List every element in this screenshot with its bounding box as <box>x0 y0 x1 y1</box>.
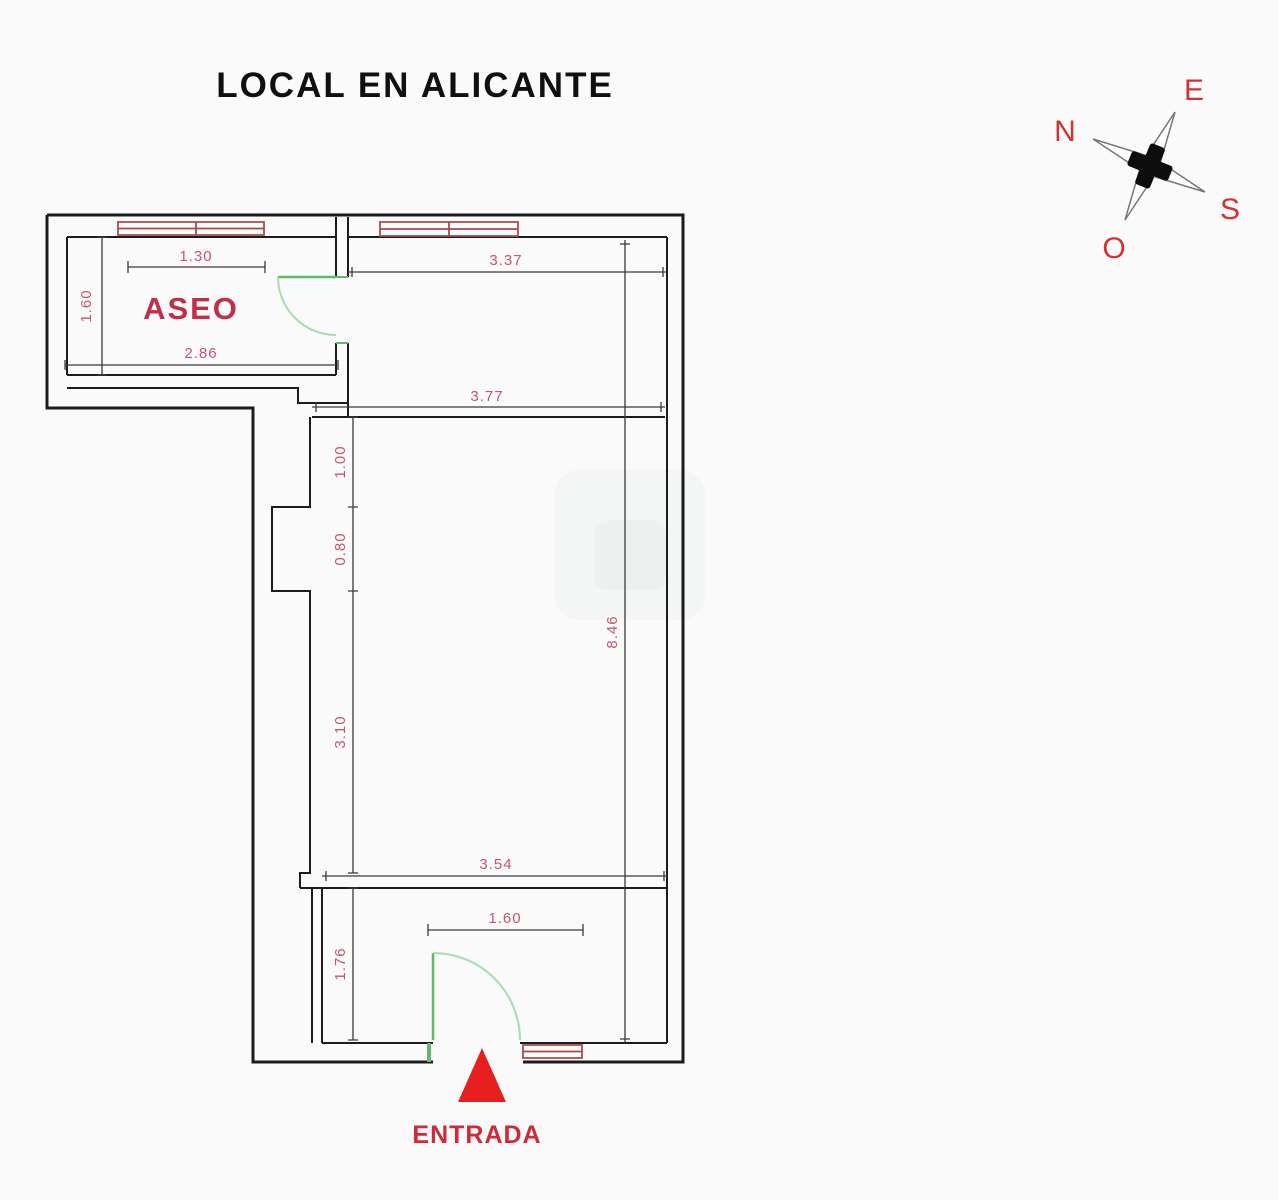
dimension-lines <box>64 236 668 1043</box>
dim-left-segment-lower: 3.10 <box>332 715 349 748</box>
compass-west-label: O <box>1102 232 1125 265</box>
windows <box>117 221 583 1059</box>
dim-hall-right-depth: 8.46 <box>604 615 621 648</box>
dimension-texts: 1.30 1.60 2.86 3.37 3.77 1.00 0.80 3.10 … <box>78 248 621 981</box>
page-title: LOCAL EN ALICANTE <box>216 66 614 105</box>
dim-upper-room-width: 3.37 <box>489 252 522 269</box>
dim-left-segment-upper: 1.00 <box>332 445 349 478</box>
entrance-door-icon <box>427 952 521 1062</box>
room-label-aseo: ASEO <box>143 291 239 326</box>
window-upper-room-icon <box>379 221 519 237</box>
entrance-arrow-icon <box>458 1048 506 1102</box>
doors <box>277 275 521 1062</box>
compass-east-label: E <box>1184 74 1204 107</box>
compass-south-label: S <box>1220 193 1240 226</box>
dim-aseo-left-height: 1.60 <box>78 289 95 322</box>
entrance-label: ENTRADA <box>412 1121 541 1149</box>
outer-walls <box>45 213 685 1064</box>
window-entrance-icon <box>522 1044 583 1059</box>
aseo-door-icon <box>277 275 348 344</box>
dim-aseo-top-width: 1.30 <box>179 248 212 265</box>
dim-vestibule-height: 1.76 <box>332 947 349 980</box>
compass-rose-icon: N E S O <box>1054 74 1240 265</box>
entrance-marker: ENTRADA <box>412 1048 541 1149</box>
dim-entrance-opening: 1.60 <box>488 910 521 927</box>
inner-walls <box>66 217 668 1044</box>
dim-vestibule-width: 3.54 <box>479 856 512 873</box>
dim-aseo-bottom-width: 2.86 <box>184 345 217 362</box>
dim-left-notch: 0.80 <box>332 532 349 565</box>
window-aseo-icon <box>117 221 265 236</box>
dim-hall-top-width: 3.77 <box>470 388 503 405</box>
compass-cross-icon <box>1127 143 1173 189</box>
compass-north-label: N <box>1054 115 1076 148</box>
